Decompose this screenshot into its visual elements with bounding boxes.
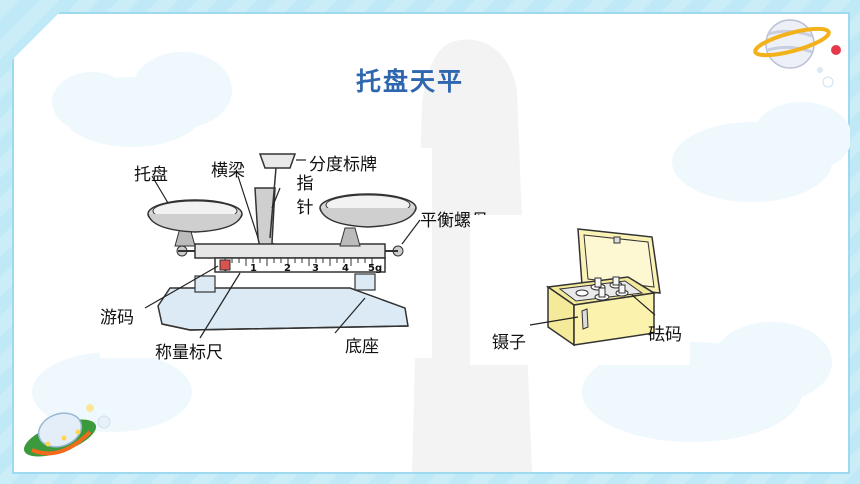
tweezers-shape (581, 308, 589, 330)
ruler-shape (214, 257, 386, 273)
label-ruler: 称量标尺 (155, 343, 223, 363)
planet-icon (753, 19, 841, 88)
tray-balance-icon: 0 1 2 3 4 5g (144, 153, 421, 339)
weights-shape (594, 276, 626, 298)
label-tweezers: 镊子 (492, 333, 526, 353)
weight-box-icon (529, 228, 661, 347)
label-beam: 横梁 (211, 161, 245, 181)
label-base: 底座 (345, 337, 379, 357)
scale-tick-3: 3 (312, 263, 319, 274)
label-pointer: 指针 (296, 174, 314, 218)
label-weights: 砝码 (648, 325, 682, 345)
balance-scene: 0 1 2 3 4 5g (100, 148, 432, 358)
cloud-icon (32, 52, 850, 442)
scale-plate-shape (258, 153, 297, 169)
weight-box-scene (470, 215, 690, 365)
label-rider: 游码 (100, 308, 134, 328)
label-tray: 托盘 (134, 165, 168, 185)
page-title: 托盘天平 (355, 67, 464, 96)
scale-tick-2: 2 (284, 263, 291, 274)
scale-tick-5: 5g (368, 263, 382, 274)
panel-background (32, 39, 850, 472)
spaceship-icon (23, 404, 111, 457)
base-shape (157, 287, 409, 331)
scale-tick-1: 1 (250, 263, 257, 274)
label-scale-plate: 分度标牌 (309, 155, 377, 175)
scale-tick-4: 4 (342, 263, 349, 274)
rider-shape (219, 259, 231, 271)
